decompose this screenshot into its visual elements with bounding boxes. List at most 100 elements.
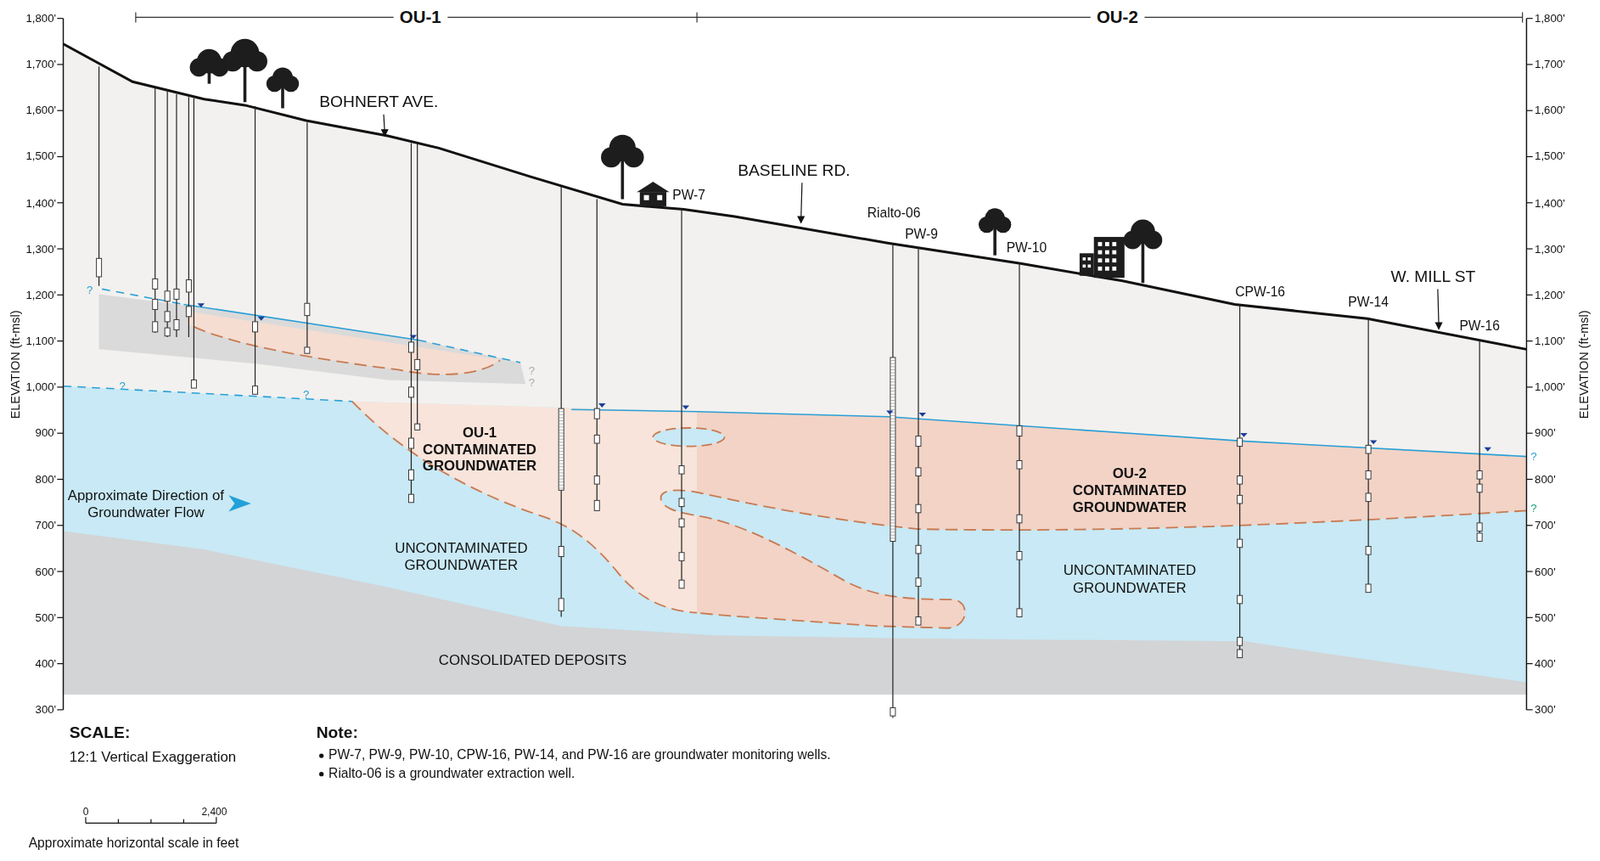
well-screen [890, 357, 896, 542]
well-casing [254, 106, 256, 394]
axis [1526, 18, 1528, 710]
well-screen [174, 288, 180, 299]
well-casing [416, 144, 418, 431]
screen-slot [890, 506, 896, 508]
well-screen [1365, 583, 1371, 593]
screen-slot [890, 516, 896, 517]
flow-arrow [228, 494, 251, 511]
screen-slot [890, 519, 896, 521]
screen-slot [890, 399, 896, 401]
well-screen [1237, 494, 1243, 504]
screen-slot [890, 476, 896, 478]
screen-slot [890, 409, 896, 410]
screen-slot [890, 479, 896, 481]
well-screen [408, 437, 414, 449]
axis-tick-label: 1,600' [25, 104, 57, 118]
axis-tick-label: 700' [1534, 518, 1556, 532]
screen-slot [890, 387, 896, 389]
well-casing [188, 96, 190, 337]
screen-slot [890, 449, 896, 450]
axis-tick-label: 600' [1534, 564, 1556, 578]
screen-slot [890, 436, 896, 438]
building-icon [1079, 236, 1125, 278]
tick [56, 247, 63, 249]
screen-slot [890, 443, 896, 444]
screen-slot [890, 378, 896, 380]
axis-tick-label: 1,000' [1534, 380, 1566, 393]
scale-number: 0 [83, 805, 90, 818]
tick [56, 386, 63, 388]
tick [56, 432, 63, 434]
screen-slot [890, 531, 896, 533]
uncertain-mark: ? [303, 387, 309, 401]
street-label: BOHNERT AVE. [319, 92, 438, 112]
well-screen [408, 342, 414, 353]
well-screen [915, 544, 921, 554]
tick [1526, 247, 1533, 249]
tick [1526, 386, 1533, 388]
screen-slot [890, 494, 896, 496]
scale-number: 2,400 [201, 805, 227, 818]
screen-slot [890, 415, 896, 416]
screen-slot [890, 451, 896, 453]
tick [1526, 340, 1533, 342]
well-label: CPW-16 [1235, 285, 1286, 301]
scale-heading: SCALE: [69, 724, 131, 743]
screen-slot [558, 460, 564, 461]
well-screen [679, 465, 685, 474]
axis-tick-label: 800' [1534, 472, 1556, 486]
screen-slot [558, 429, 564, 431]
screen-slot [558, 416, 564, 418]
well-screen [174, 319, 180, 330]
water-level-marker [1369, 439, 1377, 444]
well-screen [1237, 637, 1243, 646]
screen-slot [890, 500, 896, 502]
well-casing [306, 122, 308, 354]
perched-zone [99, 293, 527, 384]
ou2-plume [696, 515, 966, 628]
well-screen [408, 469, 414, 480]
well-screen [1237, 595, 1243, 604]
ou-bracket [135, 11, 1523, 23]
well-screen [1365, 545, 1371, 555]
well-casing [596, 199, 598, 511]
axis-tick-label: 1,800' [25, 11, 57, 25]
well-screen [96, 258, 102, 277]
screen-slot [558, 463, 564, 465]
axis-tick-label: 1,500' [25, 150, 57, 163]
well-screen [679, 498, 685, 507]
screen-slot [890, 473, 896, 475]
tick [1526, 570, 1533, 572]
screen-slot [558, 423, 564, 425]
axis-tick-label: 1,100' [25, 334, 57, 348]
screen-slot [890, 510, 896, 511]
axis-tick-label: 1,300' [25, 241, 57, 255]
screen-slot [890, 485, 896, 487]
contaminated-zone: OU-1 CONTAMINATED GROUNDWATER [413, 423, 546, 476]
note-heading: Note: [316, 724, 359, 743]
well-label: PW-16 [1459, 319, 1499, 335]
axis [62, 18, 64, 710]
axis-tick-label: 800' [35, 472, 57, 486]
axis-tick-label: 300' [35, 702, 57, 716]
note-text: PW-7, PW-9, PW-10, CPW-16, PW-14, and PW… [328, 747, 831, 764]
uncertain-mark: ? [528, 376, 535, 389]
tick [1526, 110, 1533, 112]
screen-slot [558, 444, 564, 446]
plume-boundary [193, 326, 500, 375]
screen-slot [890, 470, 896, 472]
screen-slot [890, 424, 896, 426]
water-level-marker [598, 403, 606, 408]
well-screen [185, 306, 191, 317]
axis-tick-label: 1,100' [1534, 334, 1566, 348]
axis-tick-label: 1,400' [1534, 196, 1566, 209]
well-screen [558, 545, 564, 556]
well-screen [1237, 538, 1243, 548]
groundwater-tongue [661, 489, 698, 516]
ou-label: OU-1 [393, 7, 448, 29]
well-casing [98, 66, 100, 287]
screen-slot [890, 488, 896, 490]
screen-slot [558, 454, 564, 455]
well-screen [164, 311, 170, 322]
axis-tick-label: 1,800' [1534, 11, 1566, 25]
